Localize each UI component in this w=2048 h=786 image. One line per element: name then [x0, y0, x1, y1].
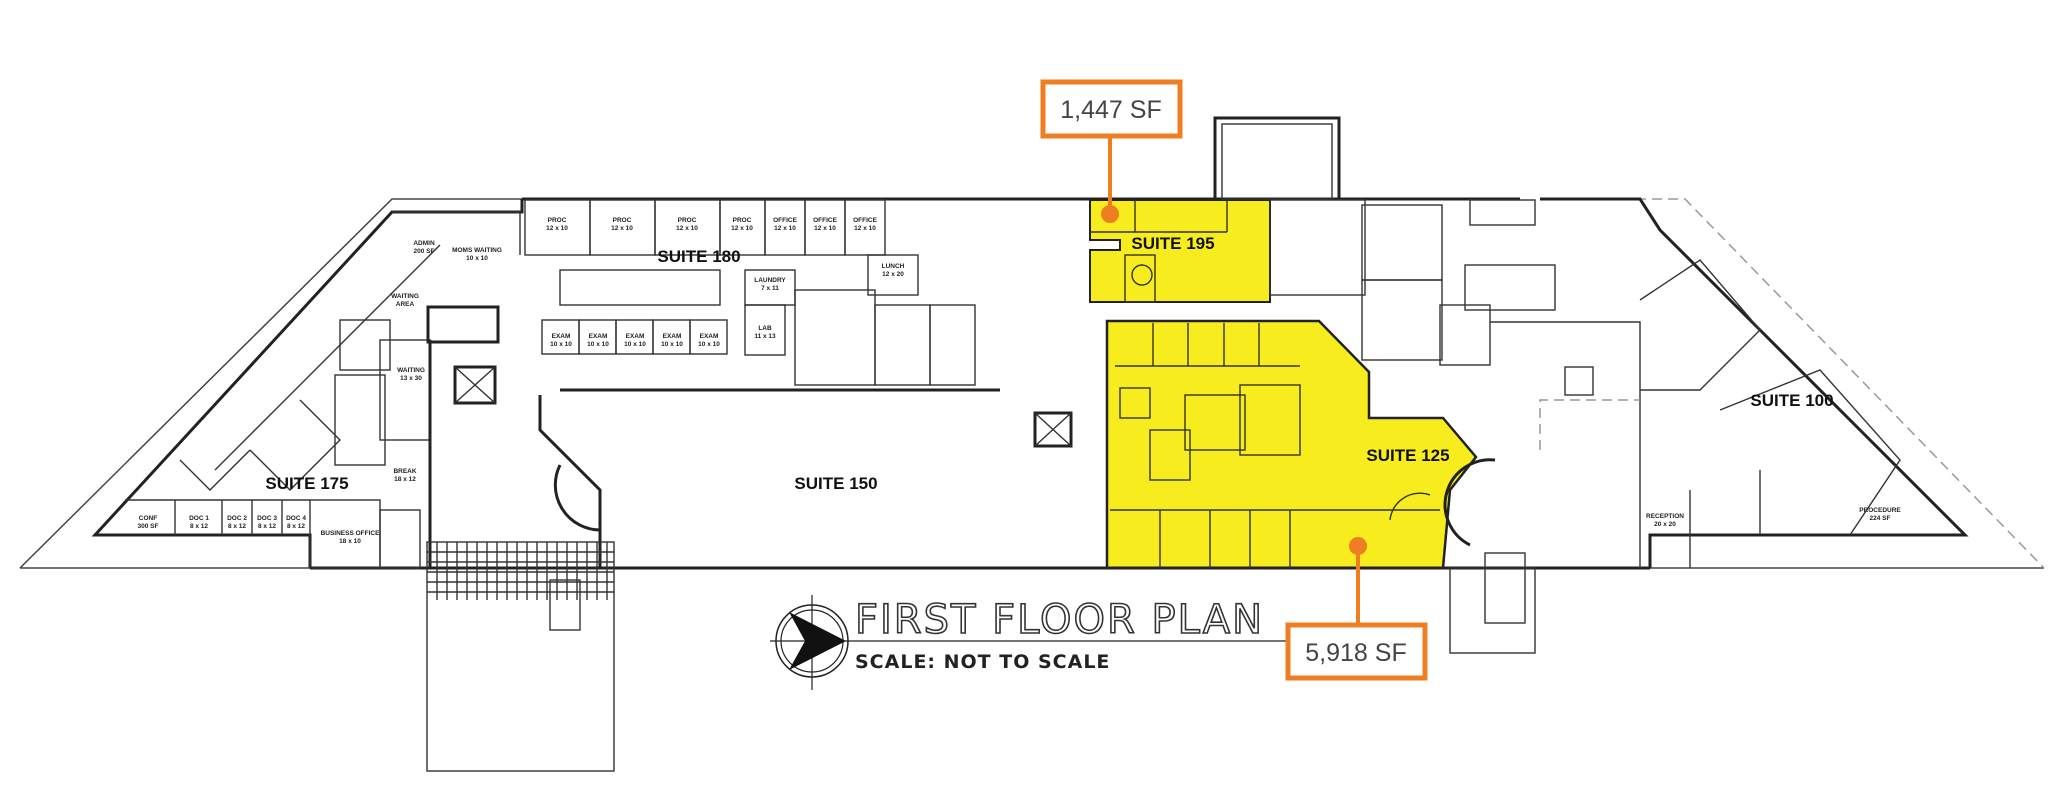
suite-150-label: SUITE 150 [794, 474, 877, 493]
suite-180-label: SUITE 180 [657, 247, 740, 266]
atrium [426, 305, 1496, 568]
east-rooms [1269, 199, 1901, 568]
entry-canopy [426, 541, 1536, 772]
north-arrow-icon [770, 595, 1286, 690]
suite-195-label: SUITE 195 [1131, 234, 1214, 253]
suite-100-label: SUITE 100 [1750, 391, 1833, 410]
callout-suite-195[interactable]: 1,447 SF [1040, 79, 1183, 223]
callout-area-195: 1,447 SF [1060, 96, 1161, 124]
suite-125-highlight[interactable] [1105, 319, 1478, 570]
title-block: FIRST FLOOR PLAN SCALE: NOT TO SCALE [770, 595, 1286, 690]
callout-area-125: 5,918 SF [1305, 639, 1406, 667]
suite-195-rooms [1090, 200, 1228, 303]
suite-175-rooms [125, 211, 521, 569]
building-walls [91, 116, 1969, 772]
plan-title: FIRST FLOOR PLAN [855, 597, 1264, 643]
plan-scale: SCALE: NOT TO SCALE [855, 651, 1110, 673]
site-outline [19, 198, 2045, 569]
suite-125-label: SUITE 125 [1366, 446, 1449, 465]
suite-125-rooms [1110, 323, 1440, 568]
suite-180-rooms [524, 199, 1000, 392]
callout-suite-125[interactable]: 5,918 SF [1285, 537, 1428, 681]
suite-175-label: SUITE 175 [265, 474, 348, 493]
